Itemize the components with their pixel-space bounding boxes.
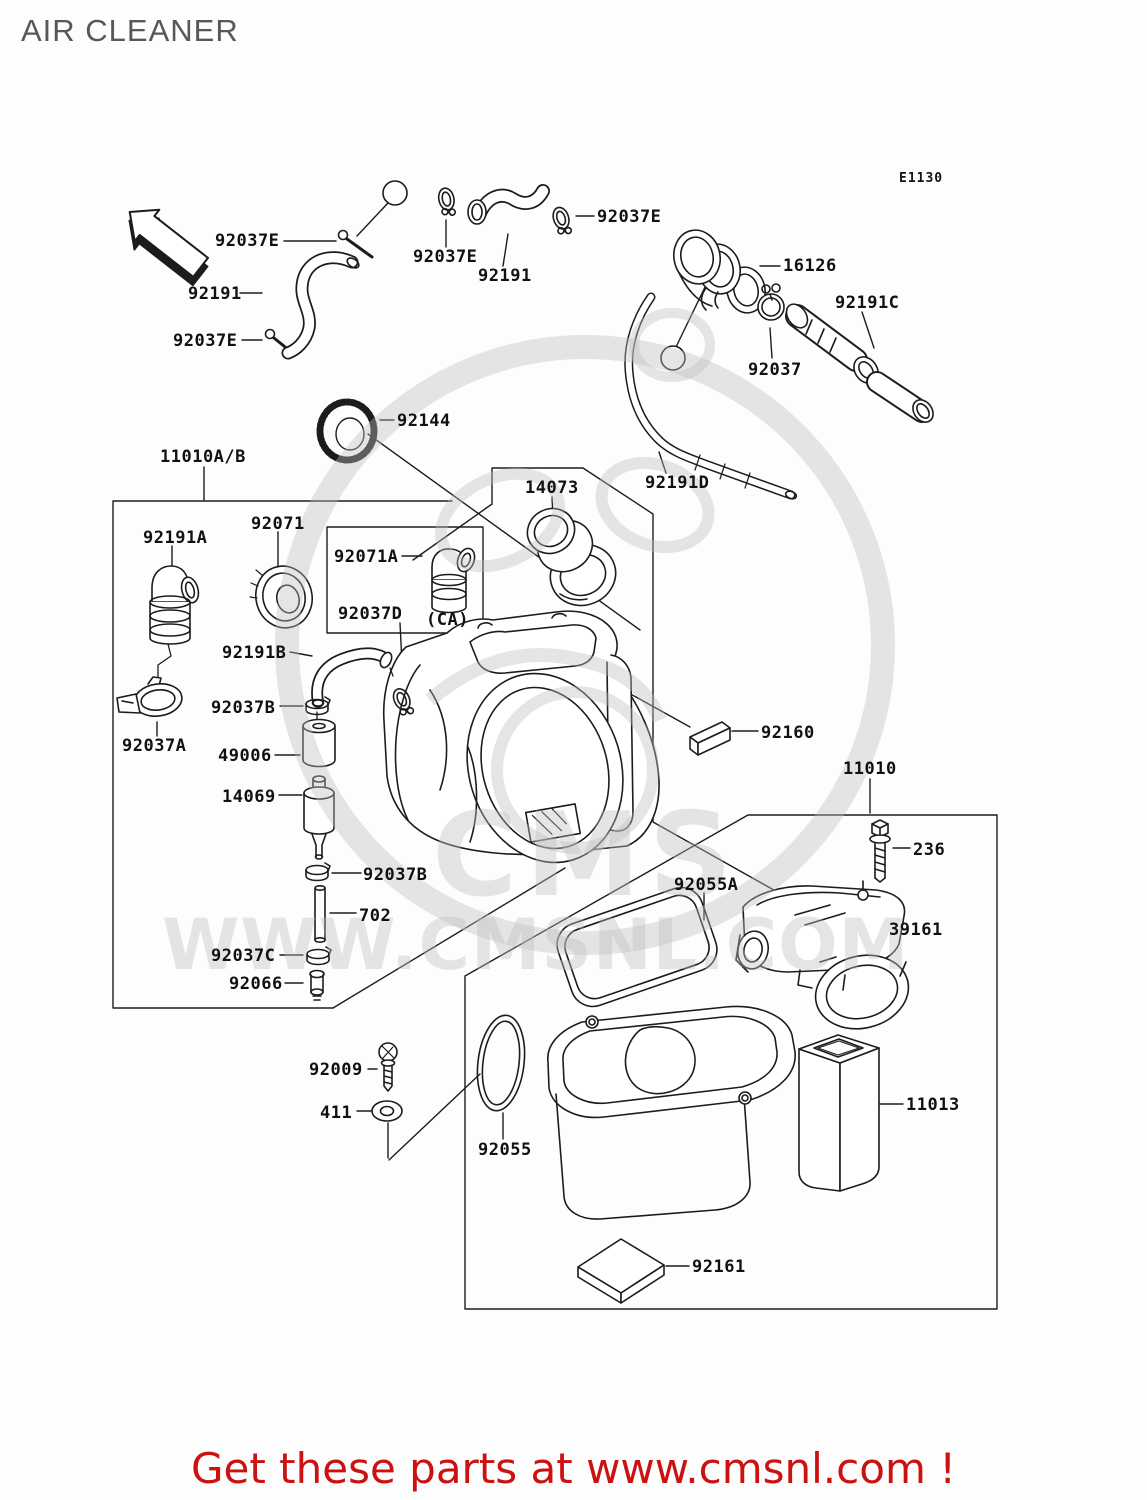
part-art-92144: [316, 398, 378, 464]
part-art-49006: [302, 718, 336, 768]
part-art-92037: [757, 283, 785, 321]
part-art-14069: [303, 775, 335, 860]
part-art-92037b-2: [305, 862, 331, 882]
panel-14073: [412, 467, 789, 899]
part-art-92055: [476, 1014, 526, 1112]
part-art-92037c: [306, 946, 332, 966]
part-art-pin-screw-1: [337, 229, 374, 259]
part-art-92191b: [311, 647, 394, 723]
part-art-39161: [735, 880, 910, 1030]
part-art-11013: [798, 1034, 880, 1192]
front-arrow: FRONT: [128, 208, 209, 287]
leader-lines: [156, 202, 911, 1267]
box-11010ab: [112, 500, 566, 1009]
part-art-92037a: [116, 676, 183, 717]
part-art-housing: [382, 610, 660, 864]
part-art-filter-box: [547, 1005, 796, 1220]
part-art-clamp-92037e-2: [435, 185, 459, 219]
part-art-92160: [689, 721, 731, 756]
marker-a-1: A: [382, 180, 408, 206]
part-art-92191c: [785, 303, 934, 423]
part-art-92071: [249, 565, 313, 629]
part-art-92009: [378, 1042, 398, 1092]
part-art-clamp-92037e-4: [549, 204, 575, 238]
part-art-92071a: [431, 547, 476, 614]
box-ca: [326, 526, 484, 634]
part-art-92066: [309, 969, 325, 1001]
part-art-14073: [526, 507, 617, 607]
marker-a-2: A: [660, 345, 686, 371]
part-art-236: [869, 819, 891, 883]
part-art-92191a: [149, 565, 200, 679]
part-art-702: [314, 884, 326, 943]
part-art-92191d: [624, 292, 798, 500]
diagram-ref-code: E1130: [899, 171, 944, 186]
part-art-hose-92191-top: [467, 184, 550, 225]
part-art-hose-92191-left: [281, 251, 360, 360]
page-title: AIR CLEANER: [21, 13, 239, 48]
promo-banner: Get these parts at www.cmsnl.com !: [190, 1444, 957, 1493]
part-art-92161: [577, 1238, 665, 1304]
part-art-411: [371, 1100, 403, 1122]
part-art-16126: [673, 229, 766, 314]
part-art-92055a: [556, 886, 718, 1008]
box-11010: [464, 814, 998, 1310]
